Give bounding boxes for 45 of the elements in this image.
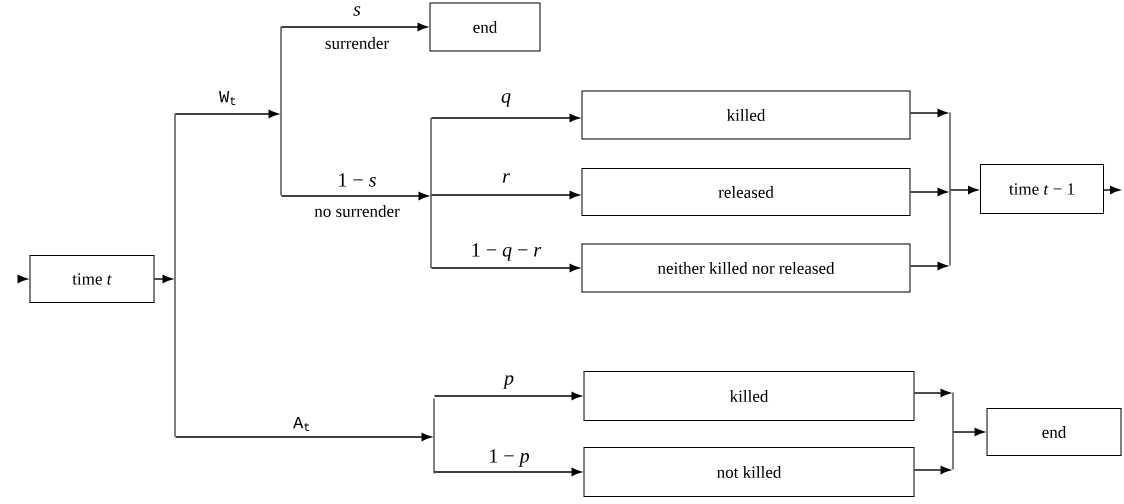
arrow bbox=[1103, 186, 1120, 194]
junction-line bbox=[174, 113, 176, 437]
junction-line bbox=[430, 117, 432, 269]
edge-label: q bbox=[500, 92, 512, 108]
arrow bbox=[433, 392, 582, 400]
branch-label: surrender bbox=[325, 37, 389, 49]
junction-line bbox=[952, 392, 954, 470]
junction-line bbox=[949, 112, 951, 266]
arrow bbox=[174, 110, 279, 118]
edge-label: 1 − q − r bbox=[469, 242, 543, 262]
arrow bbox=[430, 264, 580, 272]
junction-line bbox=[280, 26, 282, 196]
arrow bbox=[952, 428, 985, 436]
edge-label: 1 − s bbox=[336, 172, 378, 188]
edge-label: p bbox=[502, 374, 515, 390]
arrow bbox=[909, 188, 948, 196]
arrow bbox=[909, 262, 948, 270]
arrow bbox=[17, 275, 28, 283]
edge-label: A$_{t}$ bbox=[292, 416, 312, 432]
arrow bbox=[949, 186, 978, 194]
process-box: released bbox=[581, 168, 911, 216]
process-box: neither killed nor released bbox=[581, 243, 911, 293]
edge-label: r bbox=[501, 172, 511, 184]
arrow bbox=[433, 468, 582, 476]
arrow bbox=[280, 23, 428, 31]
process-box: time t − 1 bbox=[980, 164, 1104, 214]
arrow bbox=[153, 275, 173, 283]
edge-label: 1 − p bbox=[487, 448, 531, 468]
branch-label: no surrender bbox=[314, 205, 400, 217]
junction-line bbox=[433, 398, 435, 474]
process-box: not killed bbox=[583, 447, 915, 497]
process-box: end bbox=[986, 408, 1122, 456]
arrow bbox=[174, 433, 432, 441]
arrow bbox=[280, 192, 429, 200]
process-box: killed bbox=[583, 371, 915, 421]
process-box: time t bbox=[29, 255, 155, 303]
arrow bbox=[909, 109, 948, 117]
arrow bbox=[430, 191, 580, 199]
edge-label: W$_{t}$ bbox=[218, 90, 238, 106]
process-box: end bbox=[429, 2, 541, 52]
edge-label: s bbox=[352, 5, 362, 17]
arrow bbox=[430, 114, 580, 122]
arrow bbox=[913, 389, 951, 397]
arrow bbox=[913, 466, 951, 474]
process-box: killed bbox=[581, 90, 911, 140]
